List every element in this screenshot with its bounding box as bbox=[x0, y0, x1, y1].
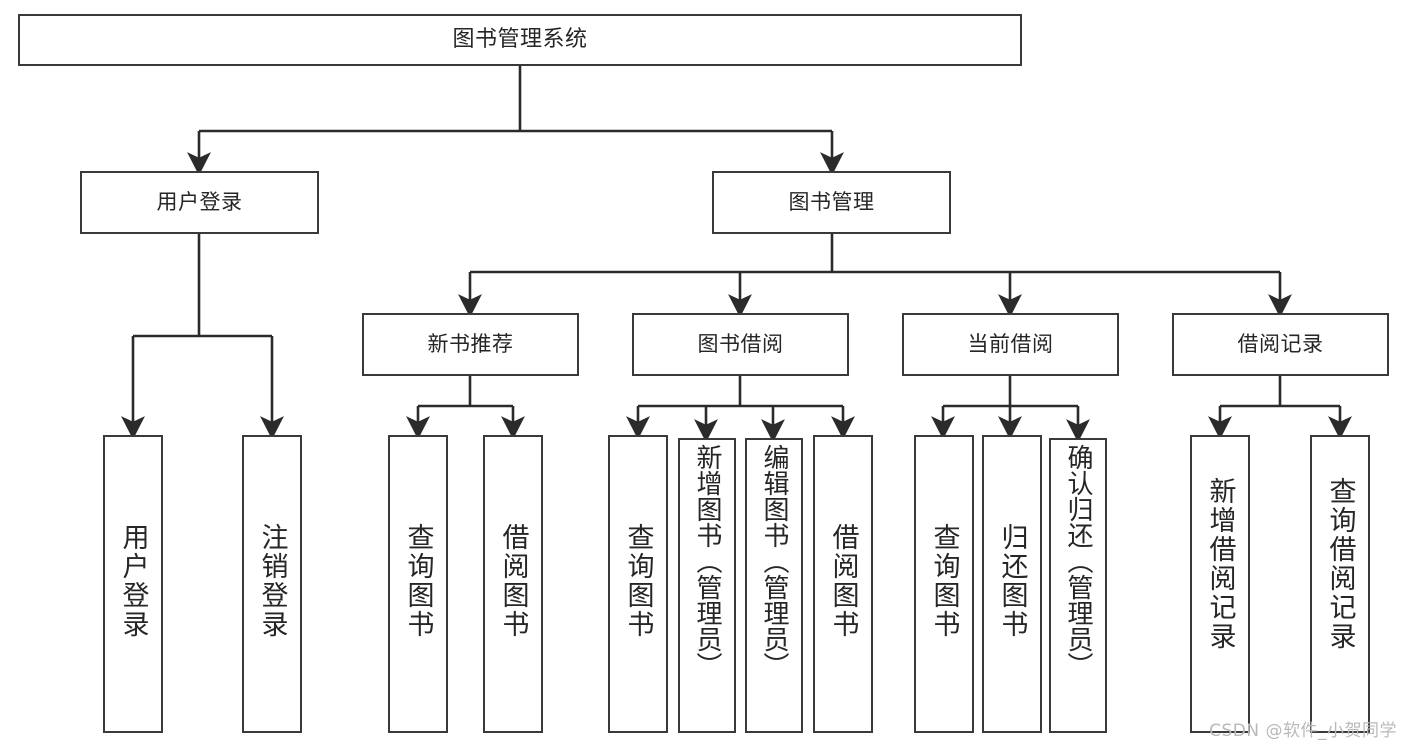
node-label: 确认归还（管理员） bbox=[1063, 444, 1093, 678]
node-new-book-recommend[interactable]: 新书推荐 bbox=[362, 313, 579, 376]
node-label: 当前借阅 bbox=[967, 332, 1054, 357]
node-label: 图书管理 bbox=[788, 190, 875, 215]
node-label: 查询图书 bbox=[402, 523, 434, 639]
leaf-confirm-return[interactable]: 确认归还（管理员） bbox=[1049, 438, 1107, 733]
leaf-add-book[interactable]: 新增图书（管理员） bbox=[678, 438, 736, 733]
node-label: 新增图书（管理员） bbox=[692, 444, 722, 678]
leaf-edit-book[interactable]: 编辑图书（管理员） bbox=[745, 438, 803, 733]
leaf-return-book[interactable]: 归还图书 bbox=[982, 435, 1042, 733]
leaf-query-book-current[interactable]: 查询图书 bbox=[914, 435, 974, 733]
node-label: 新增借阅记录 bbox=[1204, 477, 1236, 651]
node-label: 编辑图书（管理员） bbox=[759, 444, 789, 678]
node-borrow-record[interactable]: 借阅记录 bbox=[1172, 313, 1389, 376]
leaf-query-borrow-record[interactable]: 查询借阅记录 bbox=[1310, 435, 1370, 733]
node-root-system[interactable]: 图书管理系统 bbox=[18, 14, 1022, 66]
node-label: 用户登录 bbox=[156, 190, 243, 215]
leaf-query-book-borrow[interactable]: 查询图书 bbox=[608, 435, 668, 733]
node-label: 归还图书 bbox=[996, 523, 1028, 639]
node-label: 查询图书 bbox=[928, 523, 960, 639]
node-label: 图书借阅 bbox=[697, 332, 784, 357]
leaf-user-login[interactable]: 用户登录 bbox=[103, 435, 163, 733]
node-label: 查询借阅记录 bbox=[1324, 477, 1356, 651]
node-label: 借阅记录 bbox=[1237, 332, 1324, 357]
csdn-watermark: CSDN @软件_小贺同学 bbox=[1209, 721, 1397, 741]
node-label: 借阅图书 bbox=[497, 523, 529, 639]
node-label: 图书管理系统 bbox=[452, 27, 588, 53]
node-label: 借阅图书 bbox=[827, 523, 859, 639]
node-label: 注销登录 bbox=[256, 523, 288, 639]
node-label: 新书推荐 bbox=[427, 332, 514, 357]
leaf-logout-login[interactable]: 注销登录 bbox=[242, 435, 302, 733]
leaf-add-borrow-record[interactable]: 新增借阅记录 bbox=[1190, 435, 1250, 733]
node-book-manage[interactable]: 图书管理 bbox=[712, 171, 951, 234]
node-current-borrow[interactable]: 当前借阅 bbox=[902, 313, 1119, 376]
leaf-query-book-recommend[interactable]: 查询图书 bbox=[388, 435, 448, 733]
node-book-borrow[interactable]: 图书借阅 bbox=[632, 313, 849, 376]
node-label: 用户登录 bbox=[117, 523, 149, 639]
leaf-borrow-book-borrow[interactable]: 借阅图书 bbox=[813, 435, 873, 733]
leaf-borrow-book-recommend[interactable]: 借阅图书 bbox=[483, 435, 543, 733]
node-label: 查询图书 bbox=[622, 523, 654, 639]
node-user-login[interactable]: 用户登录 bbox=[80, 171, 319, 234]
